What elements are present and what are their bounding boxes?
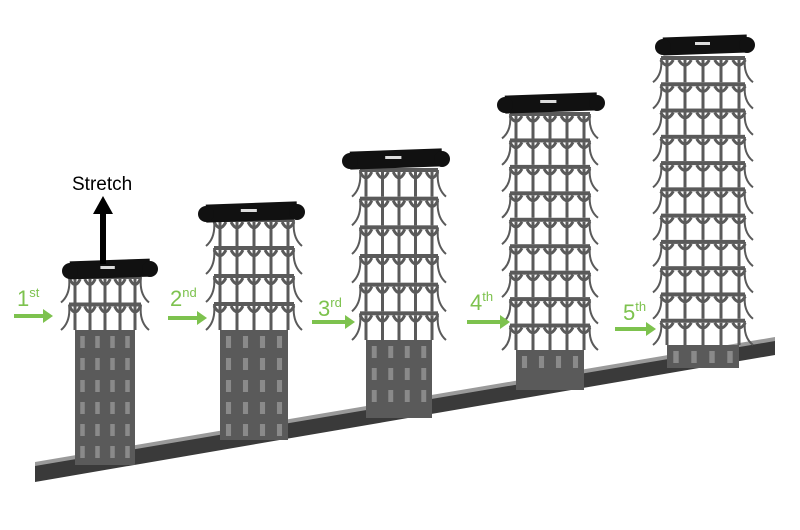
stage-arrow-1: [14, 309, 53, 323]
sample-tower-1: [60, 258, 158, 465]
clamp-1: [62, 258, 158, 280]
stage-label-3: 3rd: [318, 295, 342, 321]
stage-arrow-3: [312, 315, 355, 329]
sample-tower-5: [652, 34, 755, 368]
stage-label-4: 4th: [470, 289, 494, 315]
clamp-3: [342, 148, 450, 170]
clamp-5: [655, 34, 755, 56]
sample-tower-2: [198, 201, 305, 440]
clamp-2: [198, 201, 305, 223]
sample-tower-4: [497, 92, 605, 390]
stretch-arrow: [93, 196, 113, 264]
stage-arrow-2: [168, 311, 207, 325]
stage-label-1: 1st: [17, 285, 40, 311]
clamp-4: [497, 92, 605, 114]
stage-arrow-5: [615, 322, 656, 336]
stretch-label: Stretch: [72, 174, 133, 195]
stage-label-5: 5th: [623, 299, 647, 325]
sample-tower-3: [342, 148, 450, 418]
stage-arrow-4: [467, 315, 510, 329]
stage-label-2: 2nd: [170, 285, 197, 311]
